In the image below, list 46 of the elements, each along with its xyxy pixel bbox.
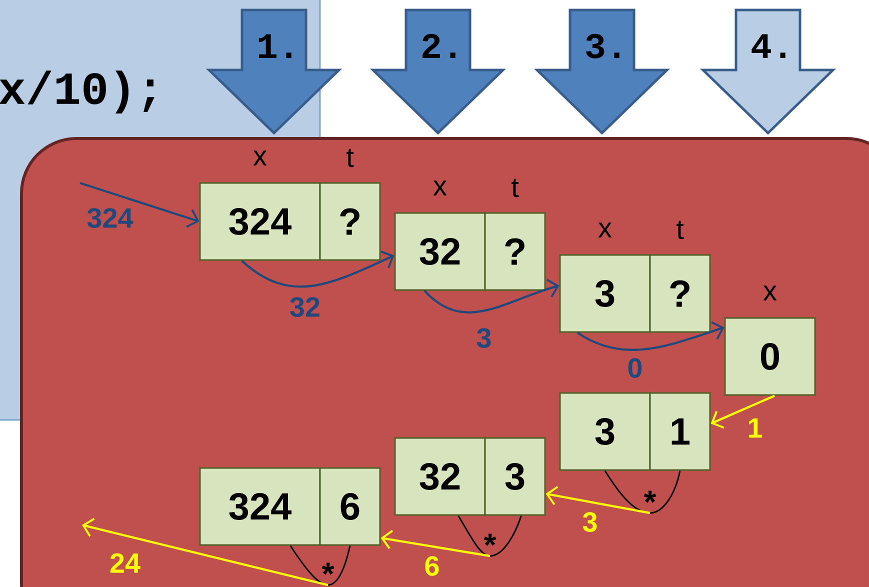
value-cell: ? [484,212,546,291]
column-header: x [763,286,777,300]
arrow [82,518,328,586]
column-header: t [346,148,354,168]
curve-line [650,470,681,514]
edge-label: 0 [626,357,644,379]
value-cell: 3 [559,254,651,333]
arrow [241,250,394,288]
value-cell: 32 [394,437,486,516]
edge-label: 6 [423,555,441,577]
edge-label: 1 [746,417,764,439]
step-pointer: 2. [370,8,506,135]
value-cell: 324 [199,467,321,546]
value-cell: 3 [559,392,651,471]
value-cell: 3 [484,437,546,516]
step-pointer: 1. [206,8,342,135]
edge-label: 3 [475,327,493,349]
value-cell: 1 [649,392,711,471]
column-header: x [433,180,447,196]
curve-line [328,546,351,586]
value-cell: 32 [394,212,486,291]
edge-label: 24 [108,552,142,574]
value-cell: ? [649,254,711,333]
step-pointer: 3. [534,8,670,135]
value-cell: 324 [199,182,321,261]
value-cell: 6 [319,467,381,546]
curve-line [490,516,522,557]
value-cell: ? [319,182,381,261]
value-cell: 0 [724,317,816,396]
edge-label: 3 [581,511,599,533]
arrow [710,394,776,429]
multiply-sign: * [644,490,656,503]
edge-label: 324 [86,207,134,229]
column-header: t [512,178,519,198]
arrow [577,321,724,351]
multiply-sign: * [484,534,496,546]
column-header: t [676,220,684,240]
edge-label: 32 [288,296,322,318]
column-header: x [253,150,267,166]
multiply-sign: * [322,562,334,575]
arrow [424,278,560,314]
step-pointer: 4. [700,8,836,135]
arrow [546,486,650,514]
column-header: x [598,222,612,238]
arrow [80,182,200,228]
arrow [380,530,490,558]
